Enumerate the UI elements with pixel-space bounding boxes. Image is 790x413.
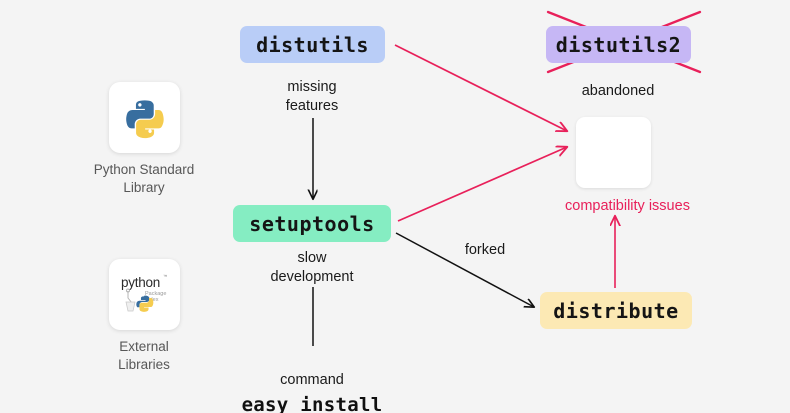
label-compatibility-issues: compatibility issues (565, 198, 690, 214)
label-missing-features: missing features (285, 79, 339, 115)
svg-text:™: ™ (163, 274, 168, 279)
node-blank-placeholder[interactable] (576, 117, 651, 188)
python-standard-library-tile[interactable] (109, 82, 180, 153)
external-libraries-tile[interactable]: python ™ Package Index (109, 259, 180, 330)
label-slow-development: slow development (270, 250, 354, 286)
label-easy-install-command: easy_install (241, 393, 383, 413)
node-distutils[interactable]: distutils (240, 26, 385, 63)
label-command-group: command easy_install (232, 352, 392, 413)
node-setuptools[interactable]: setuptools (233, 205, 391, 242)
pypi-logo-icon: python ™ Package Index (121, 274, 168, 312)
label-python-standard-library: Python Standard Library (93, 162, 195, 196)
node-distribute[interactable]: distribute (540, 292, 692, 329)
svg-text:Package: Package (145, 291, 166, 297)
svg-text:python: python (121, 275, 160, 290)
python-logo-icon (125, 99, 164, 138)
label-command-word: command (280, 372, 344, 389)
arrow-distutils-to-blank (394, 44, 567, 131)
label-abandoned: abandoned (581, 83, 655, 99)
label-external-libraries: External Libraries (118, 339, 170, 373)
label-forked: forked (464, 242, 506, 258)
node-distutils2[interactable]: distutils2 (546, 26, 691, 63)
